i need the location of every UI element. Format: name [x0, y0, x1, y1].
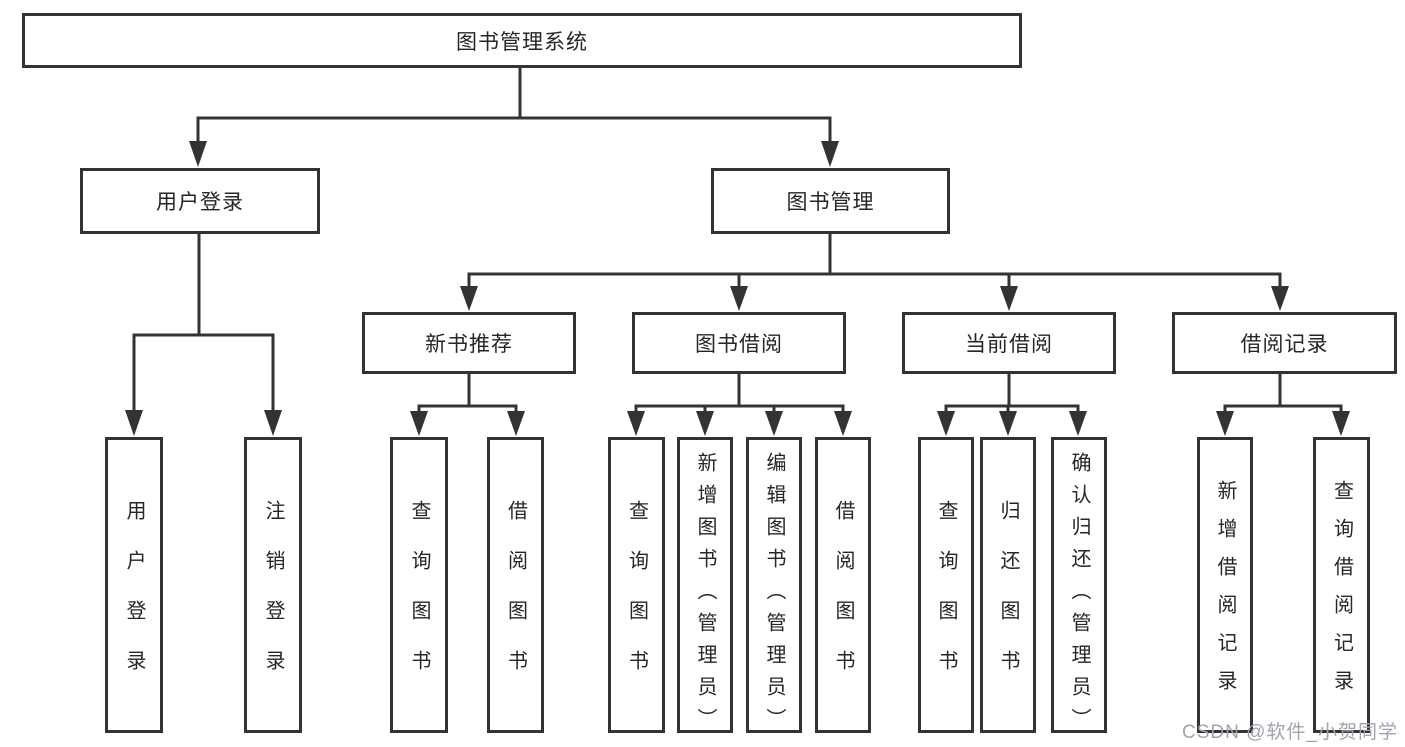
leaf-recommend-borrow-book: 借阅图书 [487, 437, 544, 733]
leaf-return-book: 归还图书 [980, 437, 1036, 733]
node-new-book-recommend: 新书推荐 [362, 312, 576, 374]
node-book-mgmt-label: 图书管理 [786, 191, 875, 214]
connector-current-to-leaves [937, 374, 1087, 436]
leaf-add-book-admin-label: 新增图书（管理员） [694, 452, 716, 740]
leaf-borrow-query-book-label: 查询图书 [625, 500, 648, 700]
leaf-user-login-label: 用户登录 [123, 500, 145, 700]
node-book-borrow: 图书借阅 [632, 312, 846, 374]
node-root-label: 图书管理系统 [456, 30, 588, 54]
connector-records-to-leaves [1216, 374, 1350, 436]
leaf-add-borrow-record: 新增借阅记录 [1197, 437, 1253, 733]
leaf-edit-book-admin: 编辑图书（管理员） [746, 437, 802, 740]
leaf-query-borrow-record: 查询借阅记录 [1313, 437, 1370, 733]
node-book-mgmt: 图书管理 [711, 168, 950, 234]
leaf-recommend-borrow-book-label: 借阅图书 [504, 500, 527, 700]
leaf-add-book-admin: 新增图书（管理员） [677, 437, 733, 740]
node-current-borrow-label: 当前借阅 [965, 333, 1053, 356]
node-current-borrow: 当前借阅 [902, 312, 1116, 374]
leaf-query-borrow-record-label: 查询借阅记录 [1330, 480, 1353, 708]
leaf-current-query-book: 查询图书 [918, 437, 974, 733]
node-new-book-recommend-label: 新书推荐 [425, 333, 513, 356]
node-book-borrow-label: 图书借阅 [695, 333, 783, 356]
leaf-logout-label: 注销登录 [262, 500, 284, 700]
node-user-login-label: 用户登录 [156, 191, 244, 214]
node-borrow-records: 借阅记录 [1172, 312, 1397, 374]
leaf-logout: 注销登录 [244, 437, 302, 733]
leaf-current-query-book-label: 查询图书 [935, 500, 957, 700]
leaf-return-book-label: 归还图书 [997, 500, 1019, 700]
leaf-confirm-return-admin-label: 确认归还（管理员） [1068, 452, 1090, 740]
connector-login-to-leaves [125, 234, 282, 436]
node-root: 图书管理系统 [22, 13, 1022, 68]
leaf-user-login: 用户登录 [105, 437, 163, 733]
connector-mgmt-to-level2 [460, 232, 1289, 311]
leaf-add-borrow-record-label: 新增借阅记录 [1214, 480, 1236, 708]
node-user-login: 用户登录 [80, 168, 320, 234]
leaf-confirm-return-admin: 确认归还（管理员） [1051, 437, 1107, 740]
leaf-recommend-query-book-label: 查询图书 [408, 500, 430, 700]
leaf-borrow-book: 借阅图书 [815, 437, 871, 733]
connector-borrow-to-leaves [627, 374, 852, 436]
leaf-edit-book-admin-label: 编辑图书（管理员） [763, 452, 785, 740]
leaf-borrow-query-book: 查询图书 [608, 437, 665, 733]
leaf-recommend-query-book: 查询图书 [390, 437, 448, 733]
connector-root-to-level1 [189, 68, 839, 167]
csdn-watermark: CSDN @软件_小贺同学 [1182, 722, 1398, 743]
connector-recommend-to-leaves [410, 374, 525, 436]
node-borrow-records-label: 借阅记录 [1240, 333, 1329, 356]
leaf-borrow-book-label: 借阅图书 [832, 500, 854, 700]
